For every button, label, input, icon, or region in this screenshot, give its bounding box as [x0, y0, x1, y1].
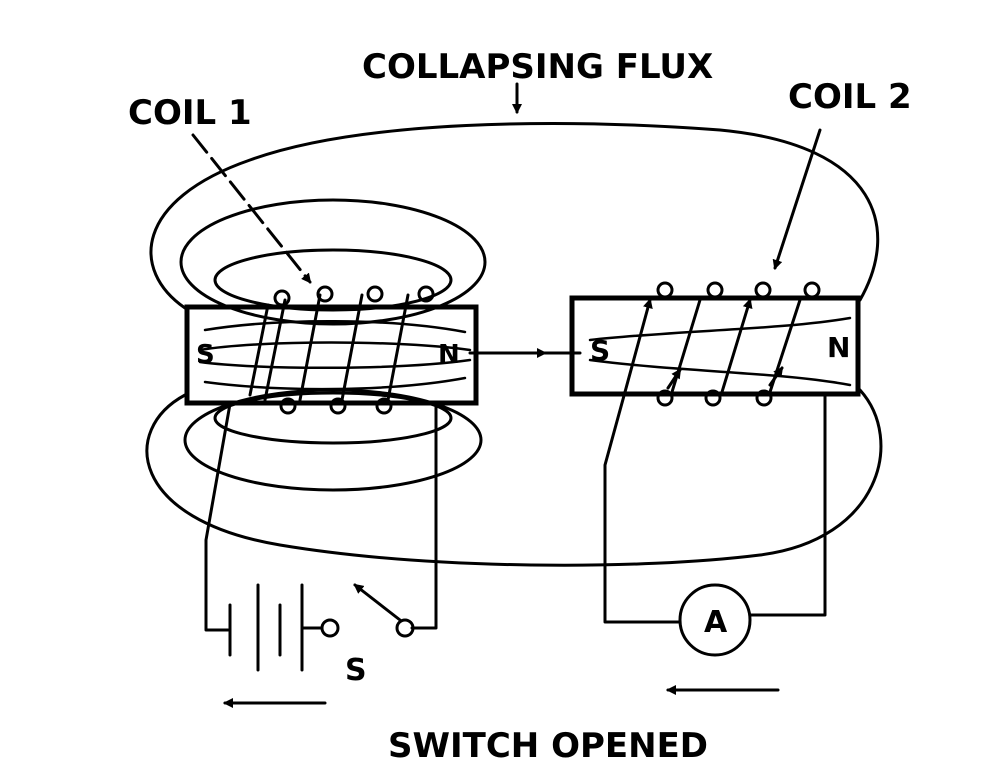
caption: SWITCH OPENED [388, 726, 708, 765]
coil2-loop-top [656, 281, 674, 299]
coil1-label: COIL 1 [128, 93, 252, 133]
coil2-windings [623, 281, 821, 407]
inner-flux-loop-top-2 [213, 248, 453, 312]
coil2-loop-bottom [755, 389, 773, 407]
coil2-loop-top [706, 281, 724, 299]
collapsing-flux-label: COLLAPSING FLUX [362, 47, 713, 87]
inner-flux-loop-top-1 [179, 198, 487, 326]
coil1-windings [248, 285, 435, 415]
coil2-pointer [772, 128, 822, 270]
coil1-loop-bottom [279, 397, 297, 415]
outer-flux-loop-bottom [145, 388, 883, 567]
flux-in-core2-1 [588, 316, 852, 342]
coil1-loop-bottom [329, 397, 347, 415]
circuit2-left-wire [603, 390, 682, 624]
coil1-turn [340, 293, 364, 402]
circuit1-right-wire [410, 402, 438, 630]
switch-label: S [345, 653, 367, 688]
ammeter [678, 583, 752, 657]
flux-in-core-4 [203, 376, 467, 391]
circuit1 [204, 402, 438, 672]
coil2-label: COIL 2 [788, 77, 912, 117]
coil2-loop-top [803, 281, 821, 299]
core1-north-pole: N [438, 340, 460, 370]
coil1-loop-top [417, 285, 435, 303]
coil1-turn [263, 298, 287, 402]
coil2-loop-bottom [656, 389, 674, 407]
switch-contact [320, 618, 340, 638]
coil1-loop-top [316, 285, 334, 303]
coil2-loop-top [754, 281, 772, 299]
coil2-arrow [666, 368, 682, 390]
switch-pivot [395, 618, 415, 638]
circuit2 [603, 390, 827, 657]
coil1-loop-bottom [375, 397, 393, 415]
core1-south-pole: S [196, 340, 215, 370]
coil1-turn [298, 293, 322, 402]
coil1-turn [248, 303, 270, 397]
coil2-turn [720, 298, 753, 394]
coil2-arrow [768, 366, 784, 387]
circuit2-right-wire [748, 394, 827, 617]
flux-lines [145, 122, 883, 567]
core2-north-pole: N [827, 331, 850, 364]
coil1-pointer [191, 133, 312, 284]
coil1-loop-top [273, 289, 291, 307]
flux-in-core-2 [198, 358, 472, 370]
outer-flux-loop-top [149, 122, 880, 310]
core2-south-pole: S [590, 334, 610, 367]
ammeter-label: A [704, 605, 728, 640]
coil2-loop-bottom [704, 389, 722, 407]
inner-flux-loop-bottom-2 [213, 391, 453, 445]
circuit1-left-wire [204, 402, 232, 632]
coil1-loop-top [366, 285, 384, 303]
switch-blade-open [353, 583, 402, 622]
coil2-turn [623, 298, 653, 394]
flux-in-core-1 [198, 341, 472, 352]
flux-in-core-3 [203, 319, 467, 334]
coil1-turn [386, 293, 410, 402]
